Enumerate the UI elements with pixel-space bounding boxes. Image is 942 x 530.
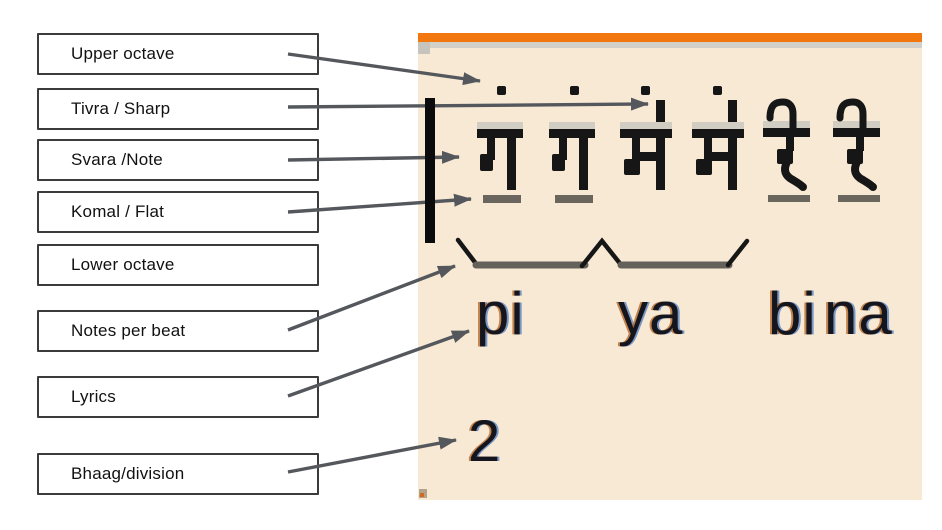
label-box-svara-note: Svara /Note: [37, 139, 319, 181]
label-text: Tivra / Sharp: [71, 99, 171, 118]
panel-gray-strip: [418, 42, 922, 48]
panel-orange-top-bar: [418, 33, 922, 42]
lyric-syllable-4: na: [824, 280, 893, 347]
label-box-notes-per-beat: Notes per beat: [37, 310, 319, 352]
label-text: Upper octave: [71, 44, 175, 63]
label-box-komal-flat: Komal / Flat: [37, 191, 319, 233]
label-text: Lower octave: [71, 255, 175, 274]
label-text: Lyrics: [71, 387, 116, 406]
label-text: Notes per beat: [71, 321, 186, 340]
lyric-syllable-1: pi: [476, 280, 525, 347]
label-box-upper-octave: Upper octave: [37, 33, 319, 75]
label-box-tivra-sharp: Tivra / Sharp: [37, 88, 319, 130]
label-box-bhaag-division: Bhaag/division: [37, 453, 319, 495]
label-box-lower-octave: Lower octave: [37, 244, 319, 286]
label-box-lyrics: Lyrics: [37, 376, 319, 418]
panel-corner-notch: [418, 42, 430, 54]
panel-bottom-artifact: [419, 489, 427, 498]
lyric-syllable-3: bi: [768, 280, 817, 347]
lyric-syllable-2: ya: [618, 280, 684, 347]
label-text: Bhaag/division: [71, 464, 185, 483]
bhaag-number: 2: [468, 409, 501, 474]
label-text: Komal / Flat: [71, 202, 165, 221]
label-text: Svara /Note: [71, 150, 163, 169]
